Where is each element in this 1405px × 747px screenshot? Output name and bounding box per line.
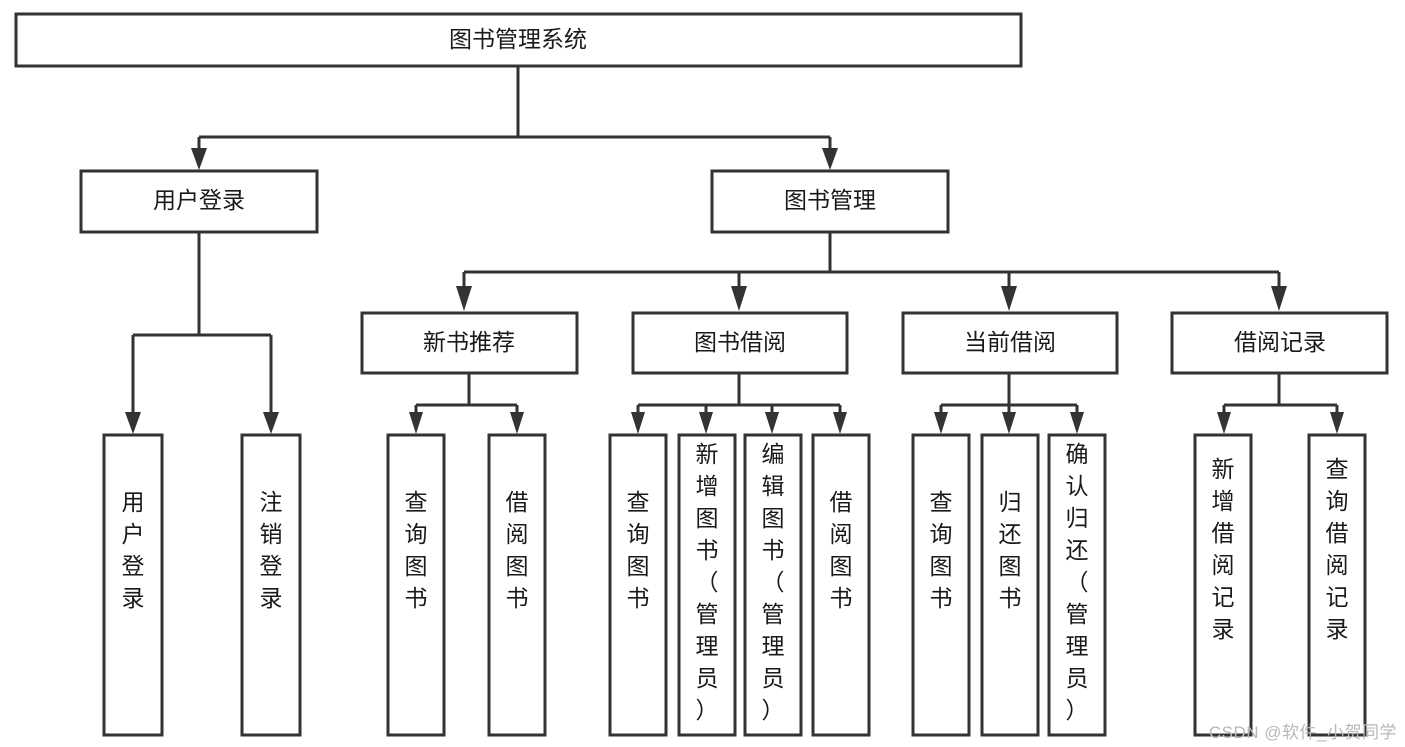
node-user-login-box[interactable] xyxy=(79,169,319,234)
arrow-head-rec-query xyxy=(409,412,423,434)
node-leaf-rec-borrow-book-label: 借阅图书 xyxy=(506,489,529,611)
node-leaf-confirm-return-admin-box[interactable] xyxy=(1047,433,1107,737)
arrow-head-book-manage xyxy=(822,148,838,170)
arrow-head-record-query xyxy=(1330,412,1344,434)
node-leaf-return-book-label: 归还图书 xyxy=(999,489,1022,611)
node-leaf-add-borrow-record-box[interactable] xyxy=(1193,433,1253,737)
arrow-head-rec-borrow xyxy=(510,412,524,434)
node-leaf-edit-book-admin[interactable]: 编辑图书（管理员） xyxy=(743,433,803,737)
node-leaf-confirm-return-admin[interactable]: 确认归还（管理员） xyxy=(1047,433,1107,737)
node-root-system-box[interactable] xyxy=(14,12,1023,68)
node-leaf-add-book-admin[interactable]: 新增图书（管理员） xyxy=(677,433,737,737)
node-leaf-rec-query-book[interactable]: 查询图书 xyxy=(386,433,446,737)
arrow-head-user-login xyxy=(191,148,207,170)
node-leaf-edit-book-admin-box[interactable] xyxy=(743,433,803,737)
node-leaf-rec-query-book-box[interactable] xyxy=(386,433,446,737)
node-leaf-current-query-book-label: 查询图书 xyxy=(930,489,953,611)
node-leaf-logout-label: 注销登录 xyxy=(260,489,283,611)
node-leaf-query-borrow-record[interactable]: 查询借阅记录 xyxy=(1307,433,1367,737)
node-leaf-confirm-return-admin-label: 确认归还（管理员） xyxy=(1066,441,1089,723)
node-leaf-logout[interactable]: 注销登录 xyxy=(240,433,302,737)
node-new-book-recommend-box[interactable] xyxy=(360,311,579,375)
node-leaf-current-query-book[interactable]: 查询图书 xyxy=(911,433,971,737)
arrow-head-new-book-rec xyxy=(456,286,472,311)
arrow-head-current-query xyxy=(934,412,948,434)
node-leaf-query-borrow-record-box[interactable] xyxy=(1307,433,1367,737)
node-new-book-recommend-label: 新书推荐 xyxy=(423,329,515,355)
node-leaf-borrow-book-box[interactable] xyxy=(811,433,871,737)
arrow-head-current-borrow xyxy=(1001,286,1017,311)
arrow-head-current-confirm xyxy=(1070,412,1084,434)
node-leaf-borrow-book[interactable]: 借阅图书 xyxy=(811,433,871,737)
node-root-system-label: 图书管理系统 xyxy=(449,26,587,52)
node-leaf-user-login-label: 用户登录 xyxy=(122,489,145,611)
node-book-management-box[interactable] xyxy=(710,169,950,234)
node-user-login[interactable]: 用户登录 xyxy=(79,169,319,234)
node-leaf-borrow-query-book-label: 查询图书 xyxy=(627,489,650,611)
node-leaf-add-borrow-record-label: 新增借阅记录 xyxy=(1212,456,1235,642)
node-current-borrow-box[interactable] xyxy=(901,311,1119,375)
node-current-borrow[interactable]: 当前借阅 xyxy=(901,311,1119,375)
arrow-head-record-add xyxy=(1217,412,1231,434)
arrow-head-borrow-record xyxy=(1271,286,1287,311)
node-leaf-borrow-query-book[interactable]: 查询图书 xyxy=(608,433,668,737)
node-current-borrow-label: 当前借阅 xyxy=(964,329,1056,355)
arrow-head-borrow-query xyxy=(631,412,645,434)
node-new-book-recommend[interactable]: 新书推荐 xyxy=(360,311,579,375)
node-borrow-record-box[interactable] xyxy=(1170,311,1389,375)
connector-group xyxy=(125,66,1344,434)
node-leaf-edit-book-admin-label: 编辑图书（管理员） xyxy=(762,441,785,723)
node-leaf-user-login-box[interactable] xyxy=(102,433,164,737)
node-leaf-borrow-book-label: 借阅图书 xyxy=(830,489,853,611)
node-borrow-record[interactable]: 借阅记录 xyxy=(1170,311,1389,375)
node-leaf-borrow-query-book-box[interactable] xyxy=(608,433,668,737)
node-leaf-rec-borrow-book-box[interactable] xyxy=(487,433,547,737)
arrow-head-borrow-edit xyxy=(765,412,779,434)
arrow-head-borrow-add xyxy=(699,412,713,434)
node-leaf-query-borrow-record-label: 查询借阅记录 xyxy=(1326,456,1349,642)
node-leaf-current-query-book-box[interactable] xyxy=(911,433,971,737)
arrow-head-leaf-logout xyxy=(263,412,279,434)
node-leaf-add-book-admin-label: 新增图书（管理员） xyxy=(696,441,719,723)
node-book-management-label: 图书管理 xyxy=(784,187,876,213)
node-leaf-rec-query-book-label: 查询图书 xyxy=(405,489,428,611)
node-borrow-record-label: 借阅记录 xyxy=(1234,329,1326,355)
node-book-management[interactable]: 图书管理 xyxy=(710,169,950,234)
node-leaf-add-book-admin-box[interactable] xyxy=(677,433,737,737)
node-leaf-rec-borrow-book[interactable]: 借阅图书 xyxy=(487,433,547,737)
node-book-borrow[interactable]: 图书借阅 xyxy=(631,311,849,375)
node-book-borrow-box[interactable] xyxy=(631,311,849,375)
arrow-head-leaf-user-login xyxy=(125,412,141,434)
arrow-head-book-borrow xyxy=(731,286,747,311)
node-leaf-user-login[interactable]: 用户登录 xyxy=(102,433,164,737)
arrow-head-borrow-borrow xyxy=(833,412,847,434)
node-user-login-label: 用户登录 xyxy=(153,187,245,213)
node-leaf-add-borrow-record[interactable]: 新增借阅记录 xyxy=(1193,433,1253,737)
node-leaf-return-book-box[interactable] xyxy=(980,433,1040,737)
node-root-system[interactable]: 图书管理系统 xyxy=(14,12,1023,68)
node-book-borrow-label: 图书借阅 xyxy=(694,329,786,355)
arrow-head-current-return xyxy=(1002,412,1016,434)
node-leaf-logout-box[interactable] xyxy=(240,433,302,737)
node-leaf-return-book[interactable]: 归还图书 xyxy=(980,433,1040,737)
